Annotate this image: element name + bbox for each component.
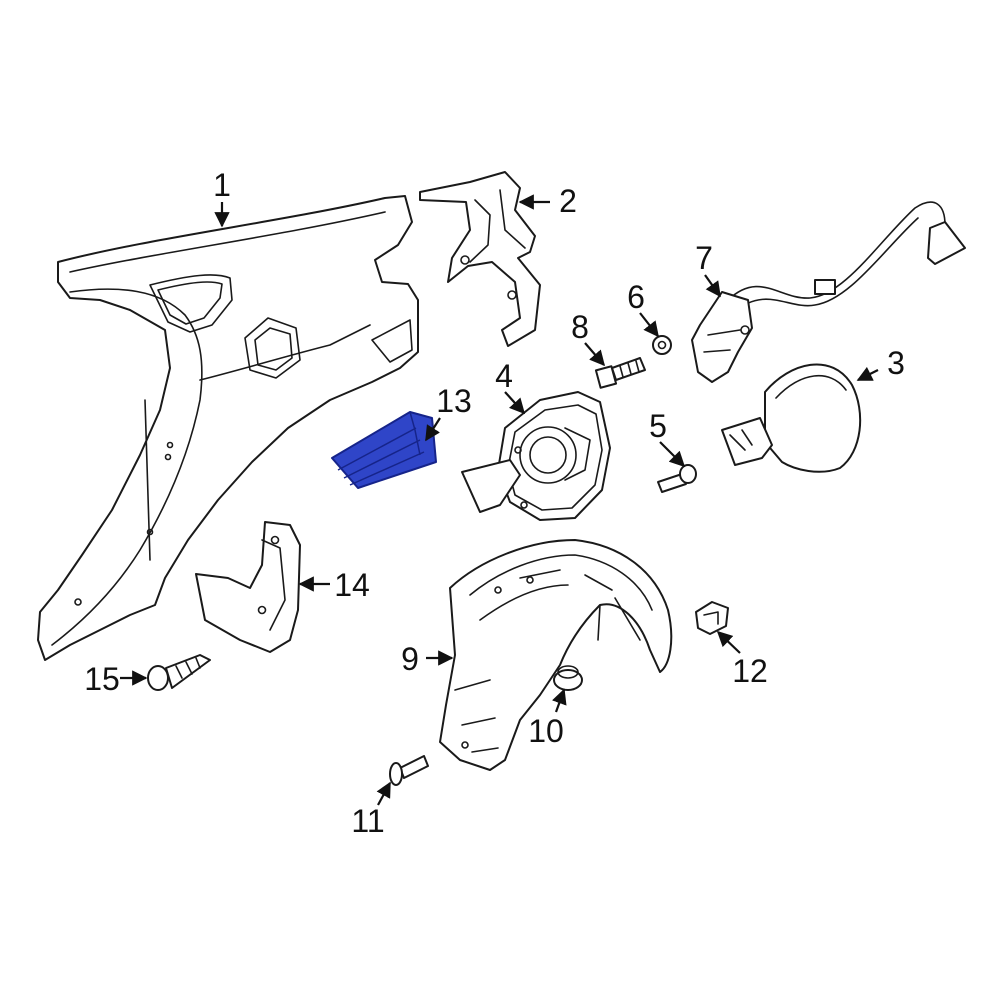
leader-6	[639, 312, 659, 338]
bolt-part[interactable]	[594, 357, 646, 389]
callout-3: 3	[887, 345, 905, 381]
quarter-panel-part[interactable]	[37, 195, 419, 661]
callout-5: 5	[649, 408, 667, 444]
fuel-door-part[interactable]	[721, 363, 862, 473]
leader-11	[376, 781, 391, 806]
screw-part[interactable]	[147, 654, 211, 691]
filler-housing-part[interactable]	[461, 391, 611, 521]
callout-6: 6	[627, 279, 645, 315]
callout-11: 11	[351, 803, 384, 839]
push-pin-part[interactable]	[389, 755, 429, 786]
foam-block-part-highlighted[interactable]	[331, 411, 437, 489]
callout-1: 1	[213, 167, 231, 203]
callout-2: 2	[559, 183, 577, 219]
callout-labels: 1 2 3 4 5 6 7 8 9 10 11 12 13 14 15	[84, 167, 905, 839]
callout-15: 15	[84, 661, 120, 697]
mud-flap-bracket-part[interactable]	[195, 521, 301, 653]
callout-8: 8	[571, 309, 589, 345]
pin-part[interactable]	[657, 464, 697, 493]
callout-9: 9	[401, 641, 419, 677]
leader-12	[716, 630, 741, 654]
leader-7	[704, 274, 721, 298]
washer-part[interactable]	[652, 335, 672, 355]
wheelhouse-liner-part[interactable]	[439, 539, 673, 771]
leader-3	[856, 366, 879, 381]
leader-lines	[120, 194, 879, 806]
callout-13: 13	[436, 383, 472, 419]
callout-4: 4	[495, 358, 513, 394]
bracket-part[interactable]	[419, 171, 541, 347]
leader-5	[659, 441, 686, 468]
nut-part[interactable]	[553, 665, 583, 691]
clip-part[interactable]	[695, 601, 729, 635]
leader-8	[584, 342, 606, 367]
actuator-part[interactable]	[691, 201, 966, 383]
leader-10	[552, 688, 567, 713]
callout-10: 10	[528, 713, 564, 749]
callout-14: 14	[334, 567, 370, 603]
callout-12: 12	[732, 653, 768, 689]
callout-7: 7	[695, 240, 713, 276]
leader-13	[425, 417, 441, 442]
leader-4	[504, 391, 526, 415]
